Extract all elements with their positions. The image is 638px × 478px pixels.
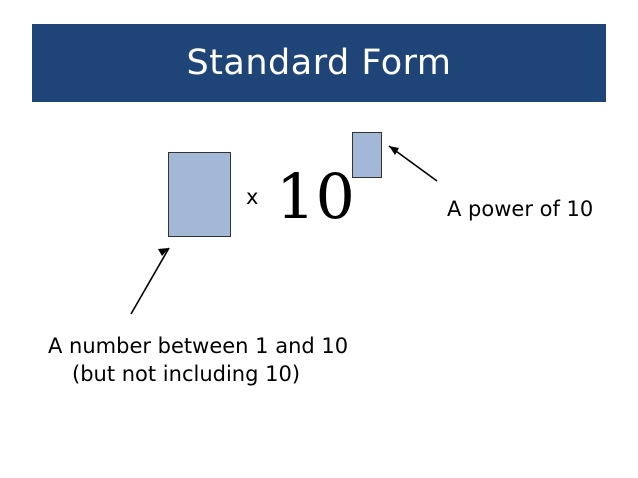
exponent-placeholder-box [352, 132, 382, 178]
number-arrow [130, 247, 170, 315]
base-ten-text: 10 [276, 160, 355, 233]
title-banner: Standard Form [32, 24, 606, 102]
mantissa-placeholder-box [168, 152, 231, 237]
number-range-label-line1: A number between 1 and 10 [48, 334, 349, 358]
power-of-ten-label: A power of 10 [447, 197, 594, 221]
multiplication-symbol: x [246, 185, 259, 209]
number-range-label: A number between 1 and 10 (but not inclu… [48, 332, 348, 389]
page-title: Standard Form [186, 42, 452, 83]
number-range-label-line2: (but not including 10) [72, 362, 301, 387]
power-arrow [388, 145, 438, 182]
